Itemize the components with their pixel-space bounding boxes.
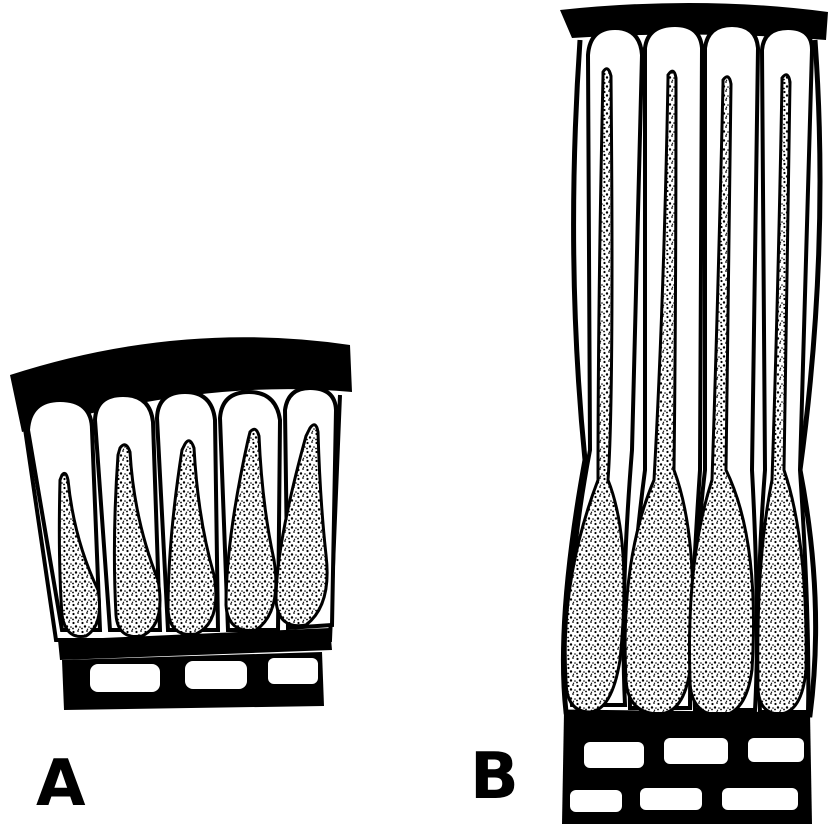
panel-a-label: A [36,752,86,816]
panel-b-base-layer [562,712,812,824]
panel-b-diagram [560,3,828,824]
panel-a-base-layer [58,628,332,710]
panel-a-diagram [10,337,352,710]
panel-b-label: B [470,745,519,809]
